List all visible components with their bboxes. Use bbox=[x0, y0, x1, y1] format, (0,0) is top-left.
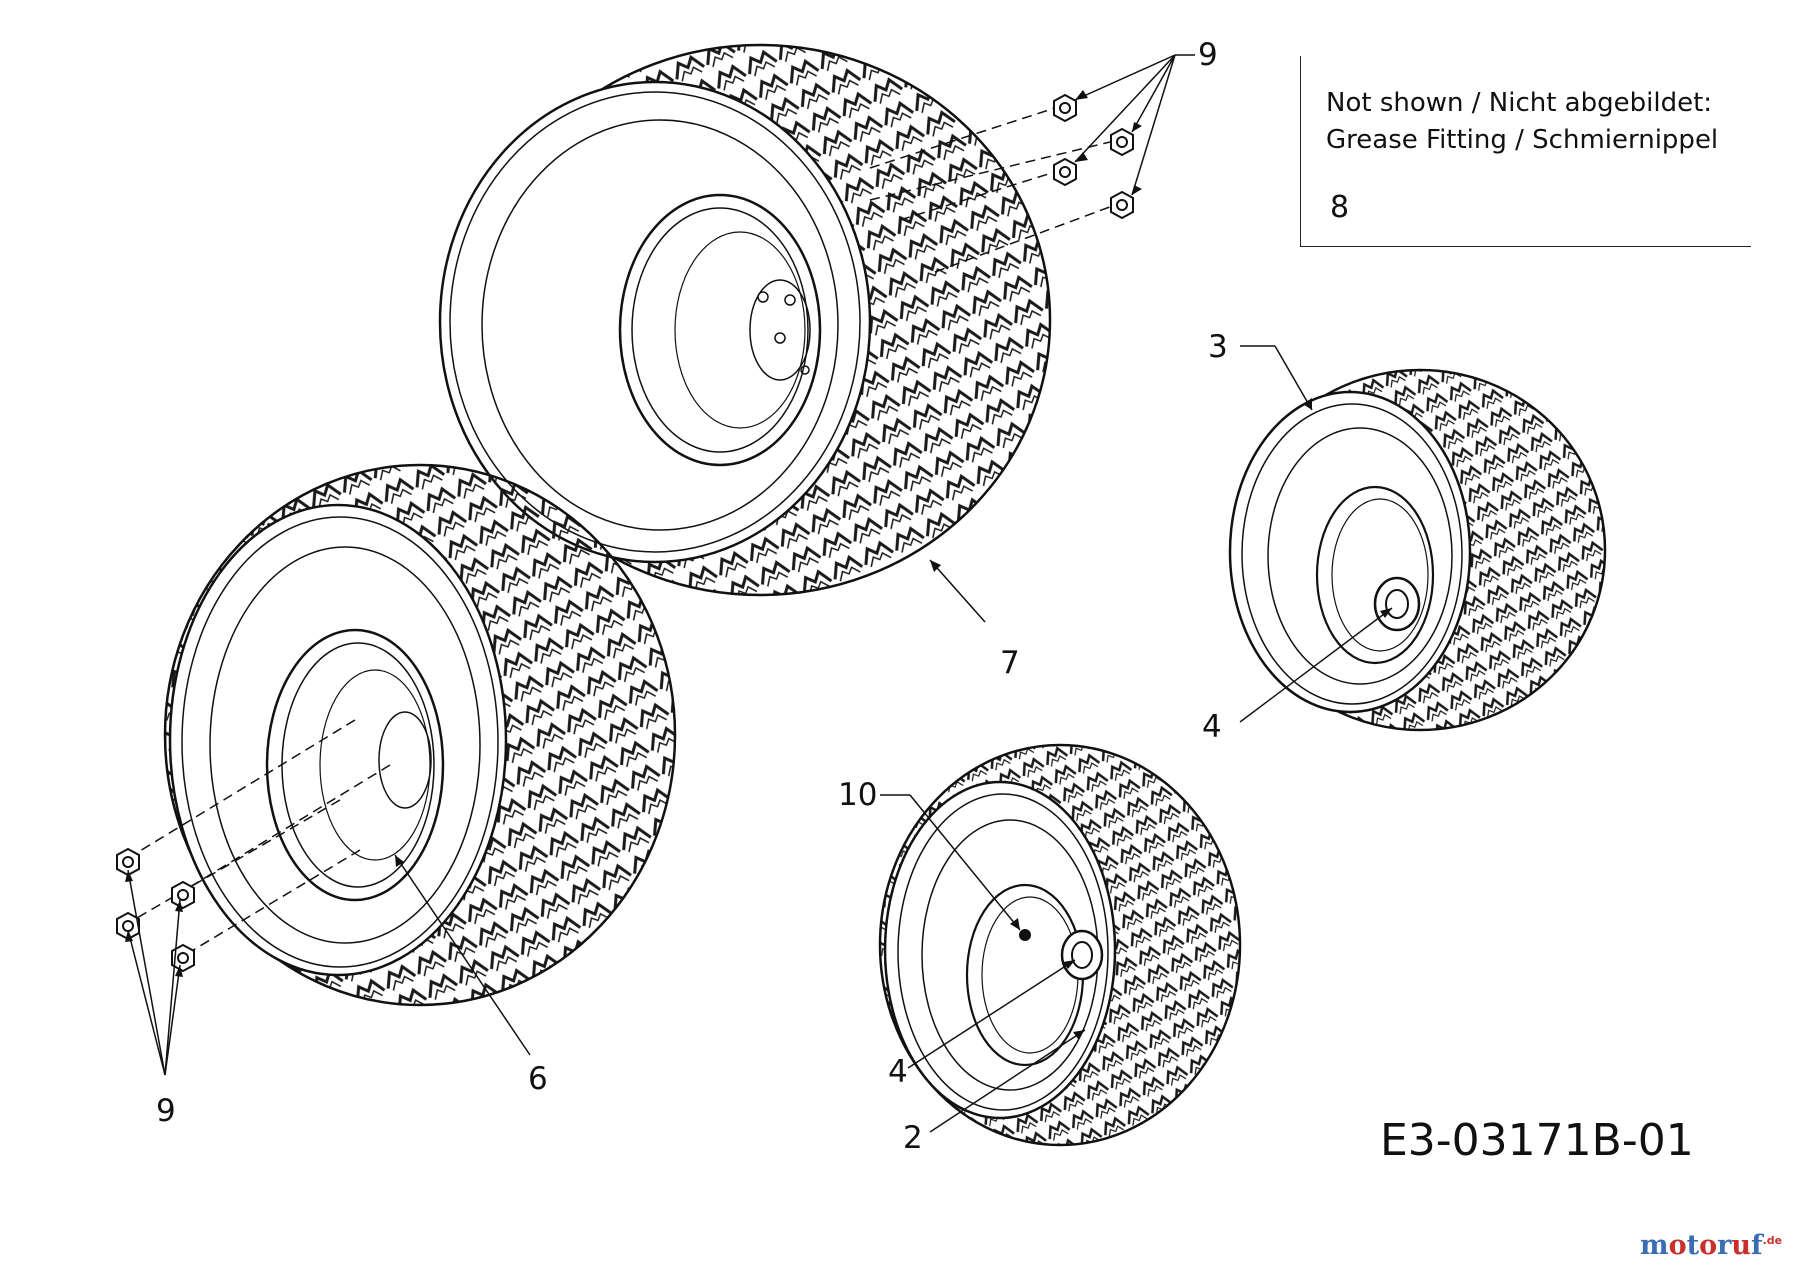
wheel-2 bbox=[878, 743, 1242, 1147]
note-line-1: Not shown / Nicht abgebildet: bbox=[1326, 88, 1713, 118]
wheel-7-fasteners bbox=[869, 107, 1116, 273]
watermark-letter: o bbox=[1699, 1230, 1718, 1261]
callout-6: 6 bbox=[528, 1061, 548, 1097]
lug-nut-icons-left bbox=[116, 847, 195, 973]
watermark-logo: motoruf.de bbox=[1640, 1230, 1782, 1261]
wheel-7 bbox=[438, 43, 1052, 597]
leader-arrowheads bbox=[125, 90, 1392, 1039]
callout-9-left: 9 bbox=[156, 1093, 176, 1129]
leader-lines bbox=[127, 54, 1393, 1133]
watermark-letter: m bbox=[1640, 1230, 1669, 1261]
callout-10: 10 bbox=[838, 777, 878, 813]
watermark-letter: u bbox=[1731, 1230, 1751, 1261]
wheel-3 bbox=[1228, 368, 1607, 732]
note-part-number: 8 bbox=[1330, 190, 1350, 225]
lug-nut-icons-top bbox=[1053, 93, 1134, 220]
watermark-text: motoruf bbox=[1640, 1230, 1763, 1261]
callout-3: 3 bbox=[1208, 329, 1228, 365]
callout-4-right: 4 bbox=[1202, 709, 1222, 745]
callout-7: 7 bbox=[1000, 645, 1020, 681]
watermark-letter: f bbox=[1750, 1230, 1763, 1261]
callout-4-bottom: 4 bbox=[888, 1054, 908, 1090]
note-line-2: Grease Fitting / Schmiernippel bbox=[1326, 125, 1719, 155]
callout-9-top: 9 bbox=[1198, 37, 1218, 73]
watermark-suffix: .de bbox=[1762, 1234, 1783, 1247]
watermark-letter: r bbox=[1717, 1230, 1732, 1261]
diagram-id: E3-03171B-01 bbox=[1380, 1115, 1694, 1166]
wheel-6 bbox=[163, 463, 677, 1007]
not-shown-note-box bbox=[1300, 56, 1751, 247]
watermark-letter: t bbox=[1686, 1230, 1700, 1261]
watermark-letter: o bbox=[1668, 1230, 1687, 1261]
callout-2: 2 bbox=[903, 1120, 923, 1156]
wheel-6-fasteners bbox=[129, 719, 391, 956]
